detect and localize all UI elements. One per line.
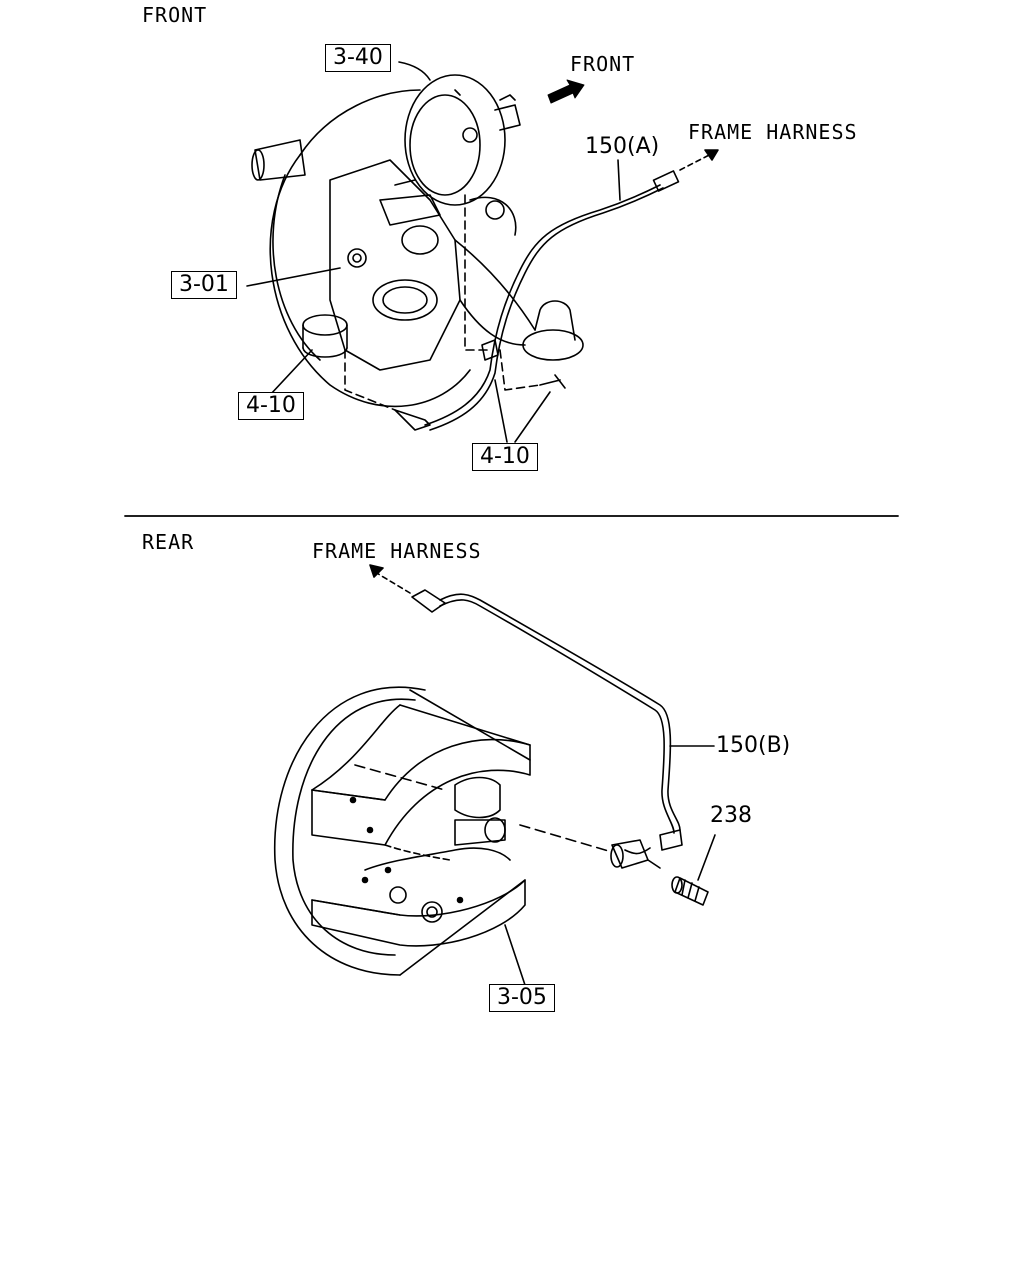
sensor-sleeve — [671, 876, 709, 906]
rear-assembly — [273, 589, 716, 986]
front-frame-harness-label: FRAME HARNESS — [688, 120, 858, 144]
callout-150b: 150(B) — [716, 733, 791, 758]
sensor-bolt — [539, 374, 566, 389]
front-direction-arrow-icon — [547, 79, 585, 104]
callout-150a: 150(A) — [585, 134, 660, 159]
spacer — [302, 314, 348, 358]
front-sensor-cable — [394, 170, 680, 431]
knuckle — [329, 159, 461, 371]
front-harness-arrow-icon — [679, 149, 719, 171]
front-section-title: FRONT — [142, 3, 208, 27]
callout-3-05: 3-05 — [489, 984, 555, 1013]
brake-drum — [273, 686, 531, 976]
front-assembly — [246, 61, 680, 443]
front-direction-label: FRONT — [570, 52, 636, 76]
brake-chamber — [404, 74, 521, 206]
callout-4-10-right: 4-10 — [472, 443, 538, 472]
rear-harness-arrow-icon — [369, 564, 411, 594]
rear-section-title: REAR — [142, 530, 195, 554]
callout-238: 238 — [710, 803, 752, 828]
callout-3-01: 3-01 — [171, 271, 237, 300]
steering-arm — [454, 196, 584, 361]
rear-frame-harness-label: FRAME HARNESS — [312, 539, 482, 563]
callout-4-10-left: 4-10 — [238, 392, 304, 421]
rear-sensor-cable — [411, 589, 683, 869]
callout-3-40: 3-40 — [325, 44, 391, 73]
